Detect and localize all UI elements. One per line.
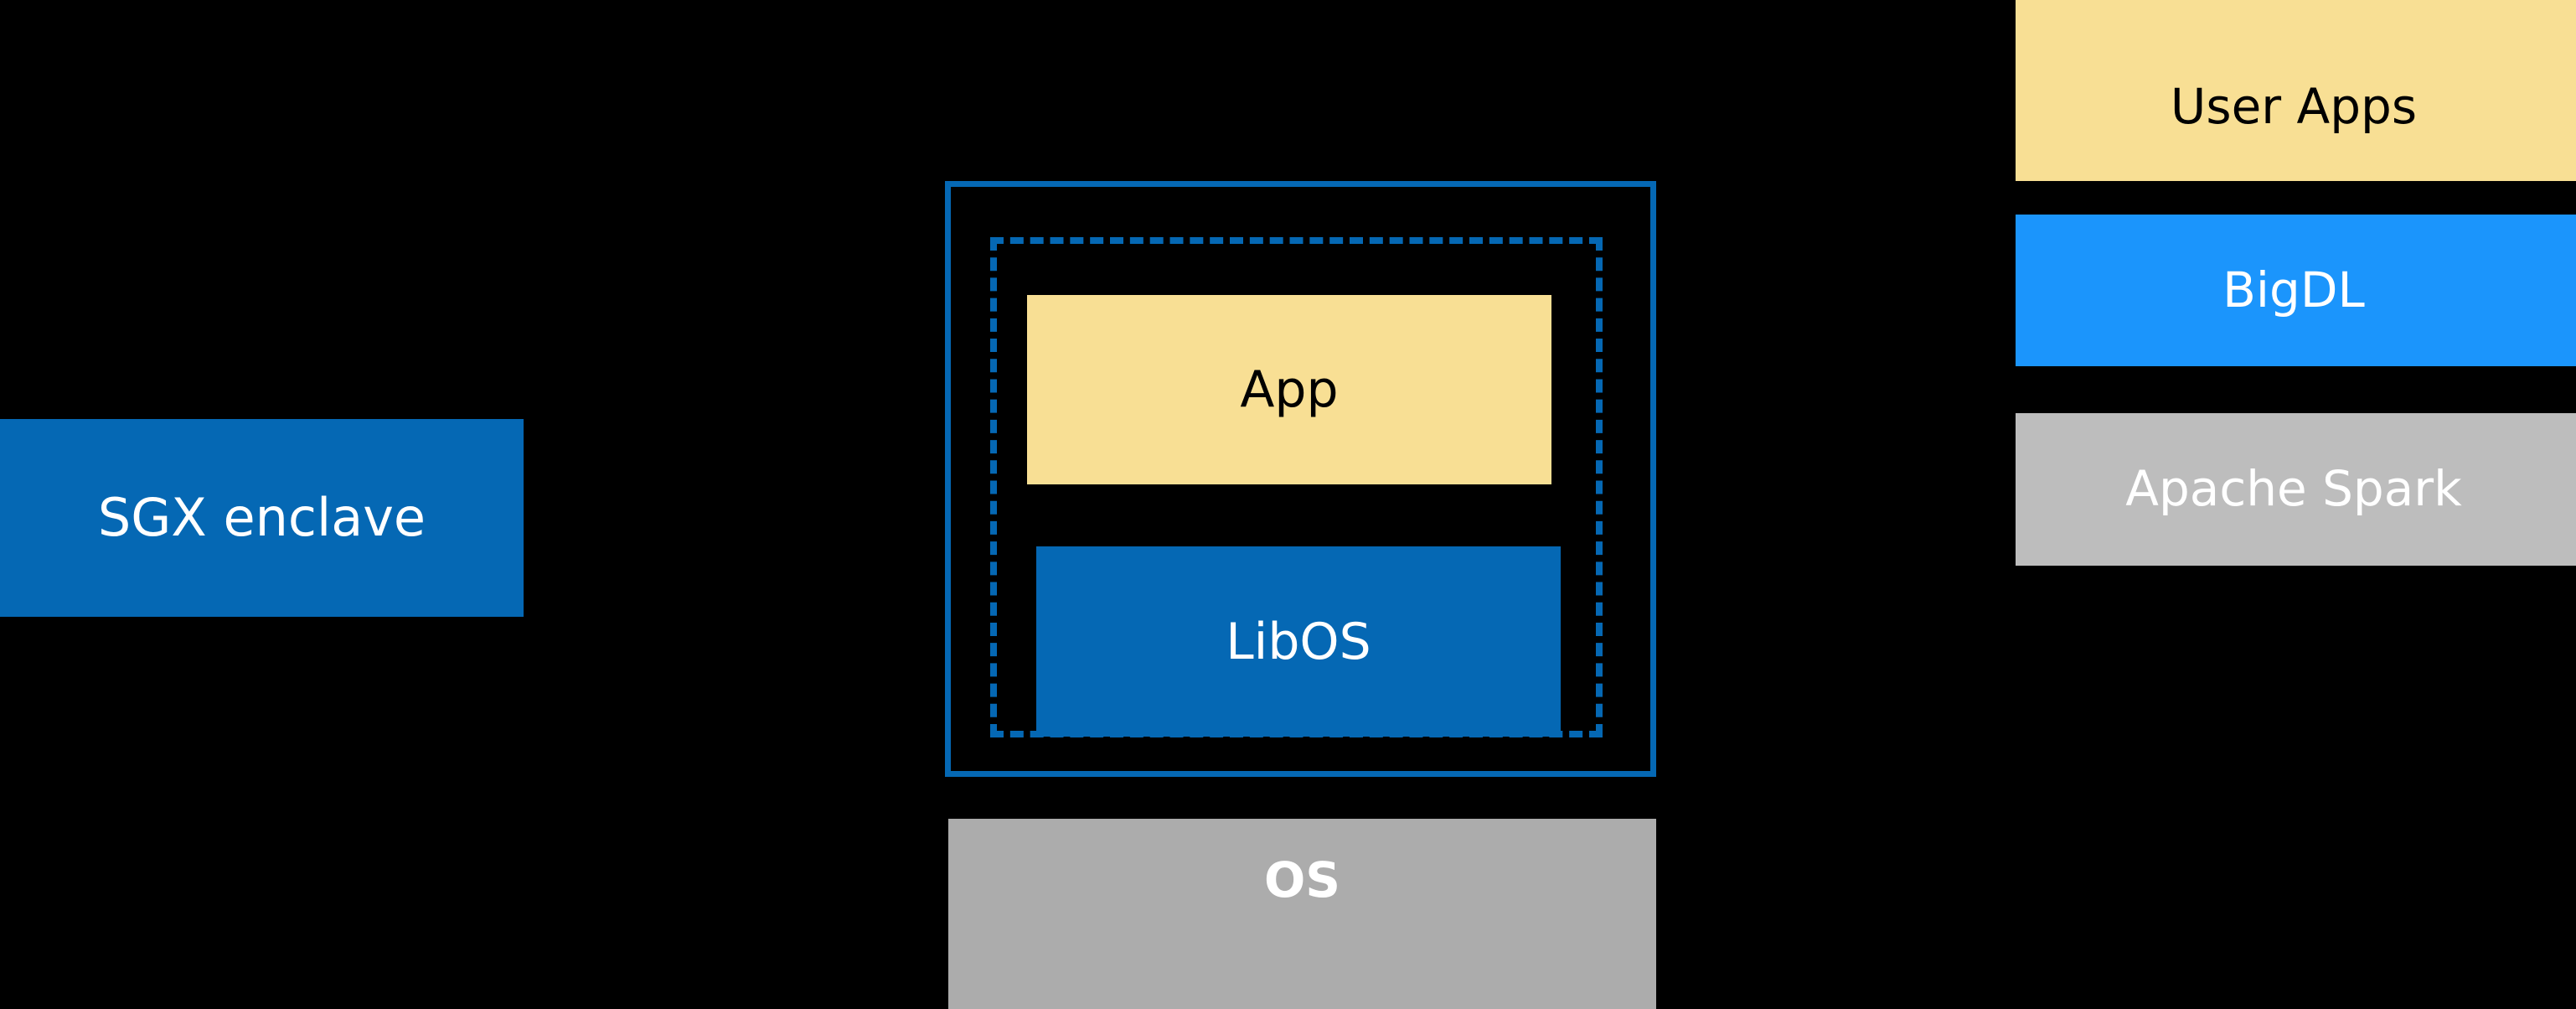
os-label: OS bbox=[1263, 851, 1341, 908]
connector-sgx-enclave-to-enclave bbox=[512, 500, 946, 525]
os-box: OS bbox=[948, 819, 1656, 1009]
bigdl-box: BigDL bbox=[2016, 215, 2576, 366]
app-box: App bbox=[1027, 295, 1551, 484]
user-apps-box: User Apps bbox=[2016, 0, 2576, 181]
bigdl-label: BigDL bbox=[2222, 261, 2365, 318]
apache-spark-box: Apache Spark bbox=[2016, 413, 2576, 566]
sgx-enclave-box: SGX enclave bbox=[0, 419, 524, 617]
user-apps-label: User Apps bbox=[2170, 78, 2418, 136]
enclave-outer-border bbox=[945, 181, 1656, 777]
connector-app-to-bigdl bbox=[1601, 291, 2017, 439]
apache-spark-label: Apache Spark bbox=[2125, 460, 2462, 518]
sgx-enclave-label: SGX enclave bbox=[97, 486, 426, 548]
app-label: App bbox=[1240, 360, 1339, 419]
libos-label: LibOS bbox=[1226, 612, 1371, 671]
libos-box: LibOS bbox=[1036, 546, 1561, 737]
